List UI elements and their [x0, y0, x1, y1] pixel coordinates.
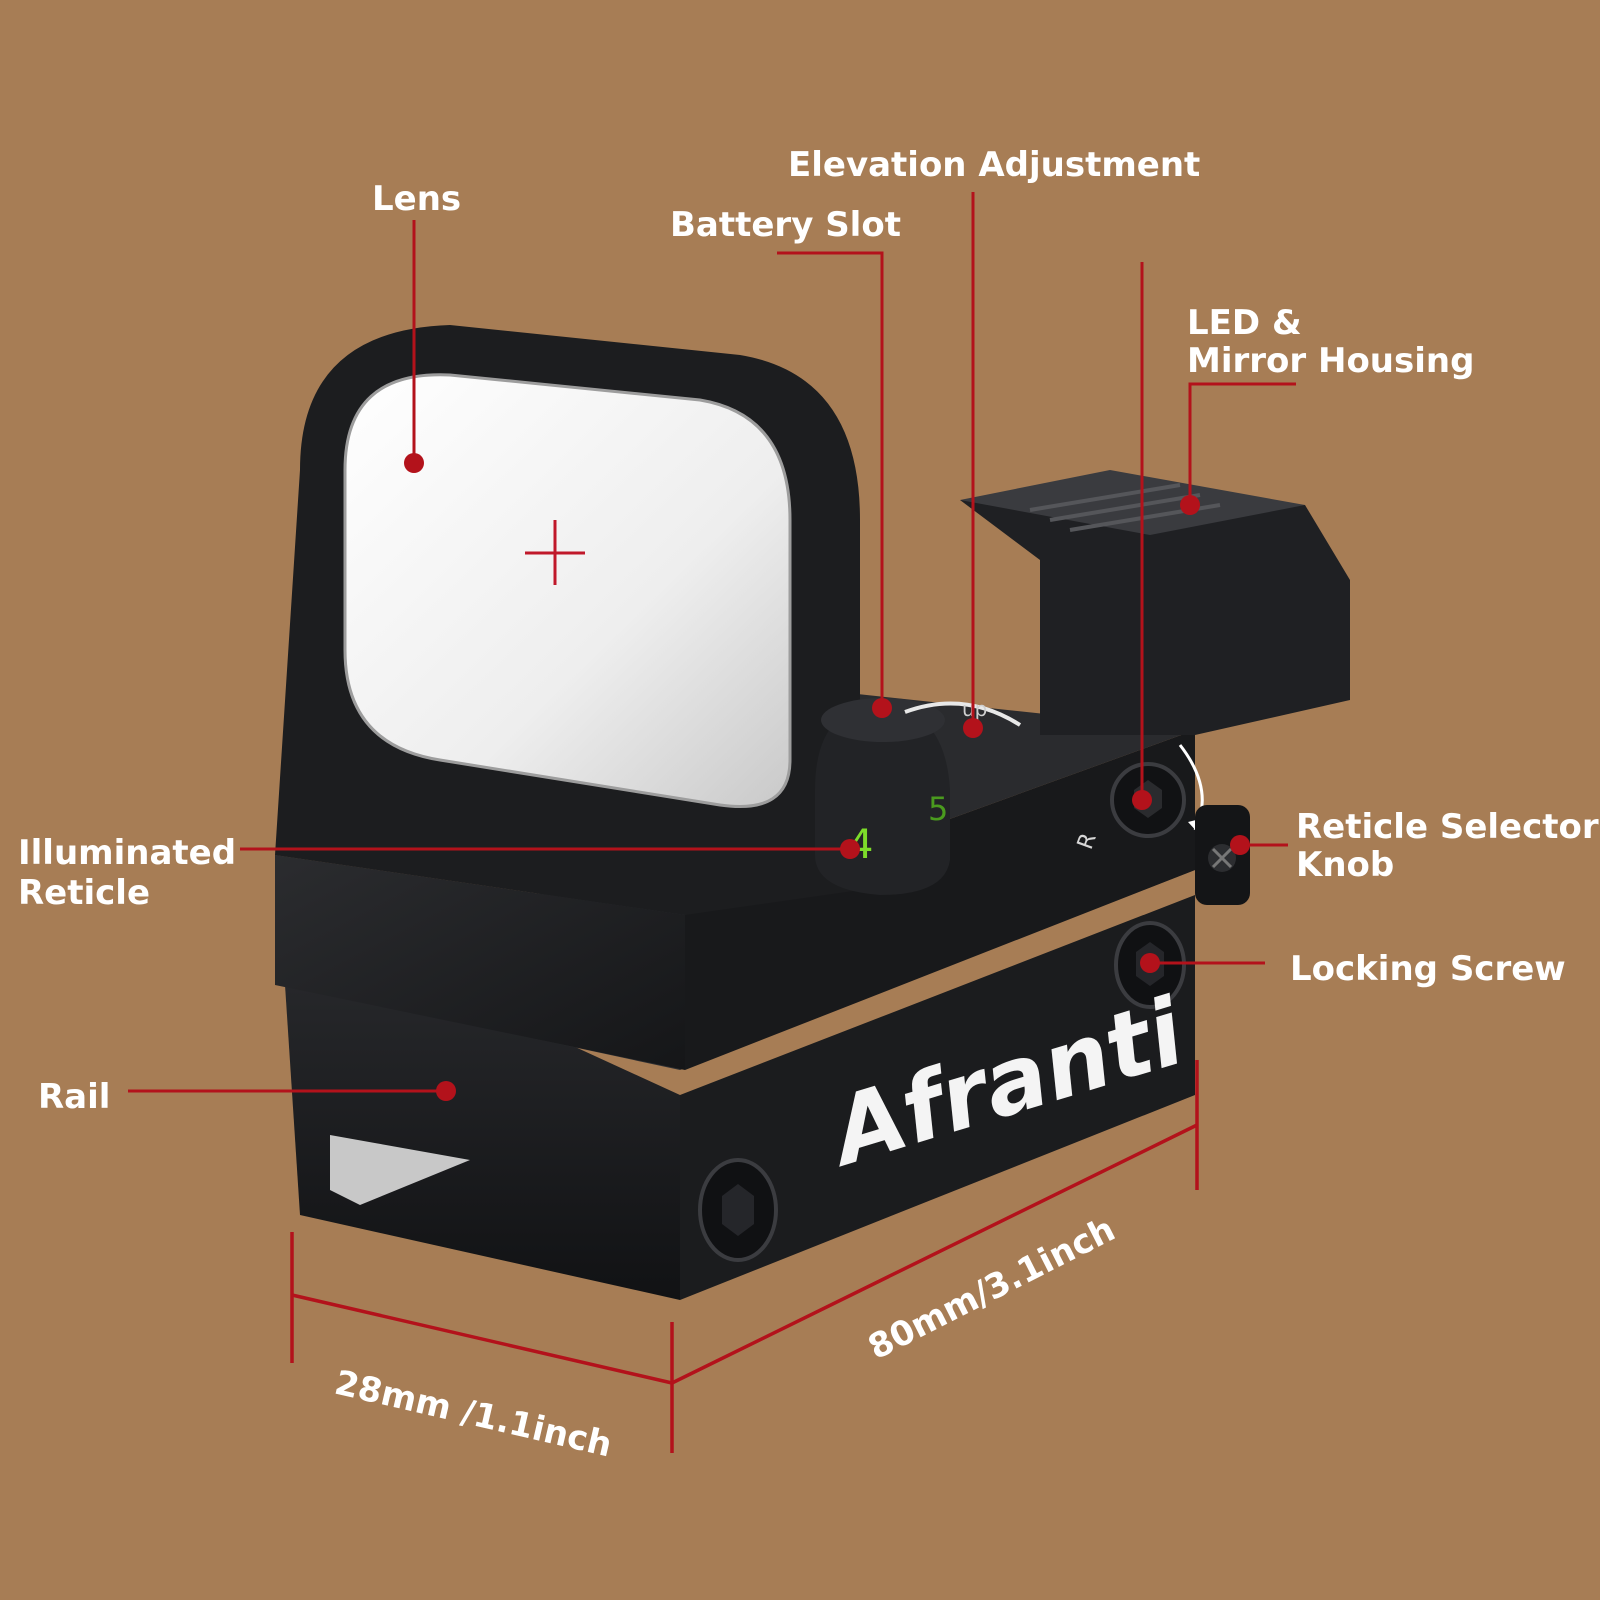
label-reticle-selector-line2: Knob — [1296, 845, 1394, 885]
label-battery-slot: Battery Slot — [670, 205, 901, 245]
led-housing-ridge — [960, 470, 1305, 535]
dimension-width-label: 28mm /1.1inch — [331, 1363, 616, 1466]
rail-slot — [330, 1135, 470, 1205]
label-locking-screw: Locking Screw — [1290, 949, 1566, 989]
red-dot-sight-illustration: 4 5 up R — [275, 325, 1350, 1300]
elevation-mark: up — [962, 697, 987, 721]
dimension-lines — [290, 1060, 1199, 1453]
label-illuminated-line1: Illuminated — [18, 833, 236, 873]
label-reticle-selector-line1: Reticle Selector — [1296, 807, 1599, 847]
housing-side — [685, 730, 1195, 1070]
label-illuminated-line2: Reticle — [18, 873, 150, 913]
led-mirror-housing — [960, 500, 1350, 735]
dial-digit-side: 5 — [928, 790, 948, 828]
rail-base — [285, 985, 680, 1300]
label-led-mirror-line2: Mirror Housing — [1187, 341, 1474, 381]
label-led-mirror-line1: LED & — [1187, 303, 1302, 343]
crosshair-icon — [525, 520, 585, 585]
rail-bolt — [698, 1158, 778, 1262]
label-elevation-adjustment: Elevation Adjustment — [788, 145, 1200, 185]
callout-leaders — [128, 192, 1296, 1101]
rail-side — [680, 895, 1195, 1300]
elevation-adjustment-dial: up — [904, 697, 1022, 727]
reticle-dial: 4 5 — [815, 698, 950, 895]
reticle-selector-knob — [1195, 805, 1250, 905]
lens-glass — [343, 373, 792, 808]
label-lens: Lens — [372, 179, 461, 219]
dimension-length-label: 80mm/3.1inch — [862, 1209, 1122, 1368]
label-rail: Rail — [38, 1077, 110, 1117]
housing-front — [275, 855, 685, 1070]
